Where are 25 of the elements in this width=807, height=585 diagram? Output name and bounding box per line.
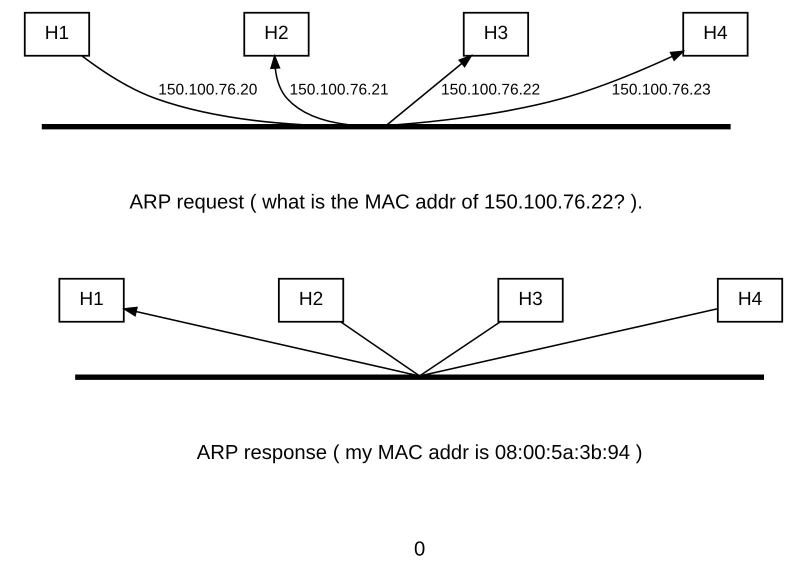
edge-label: 150.100.76.22 <box>441 81 540 98</box>
edge-label: 150.100.76.21 <box>290 81 389 98</box>
edge-label: 150.100.76.23 <box>612 81 711 98</box>
arrow <box>395 50 686 126</box>
node-box: H4 <box>716 278 784 323</box>
arrow <box>122 306 417 376</box>
node-box: H2 <box>278 278 344 323</box>
node-box: H4 <box>682 12 749 57</box>
connector <box>422 308 718 376</box>
label: ARP response ( my MAC addr is 08:00:5a:3b:94 ) <box>196 442 642 464</box>
node-box: H3 <box>497 278 564 323</box>
node-box: H1 <box>58 278 125 323</box>
node-bar <box>75 374 764 380</box>
node-box: H3 <box>462 12 530 57</box>
connector <box>340 321 419 376</box>
label: ARP request ( what is the MAC addr of 150.100.76.22? ). <box>130 192 643 214</box>
connector <box>420 321 501 376</box>
connector <box>81 55 305 126</box>
node-box: H1 <box>24 12 90 57</box>
node-box: H2 <box>243 12 310 57</box>
edge-label: 150.100.76.20 <box>158 81 258 98</box>
arrow <box>386 54 473 126</box>
label: 0 <box>414 538 426 561</box>
arrow <box>270 54 350 126</box>
node-bar <box>42 124 731 130</box>
